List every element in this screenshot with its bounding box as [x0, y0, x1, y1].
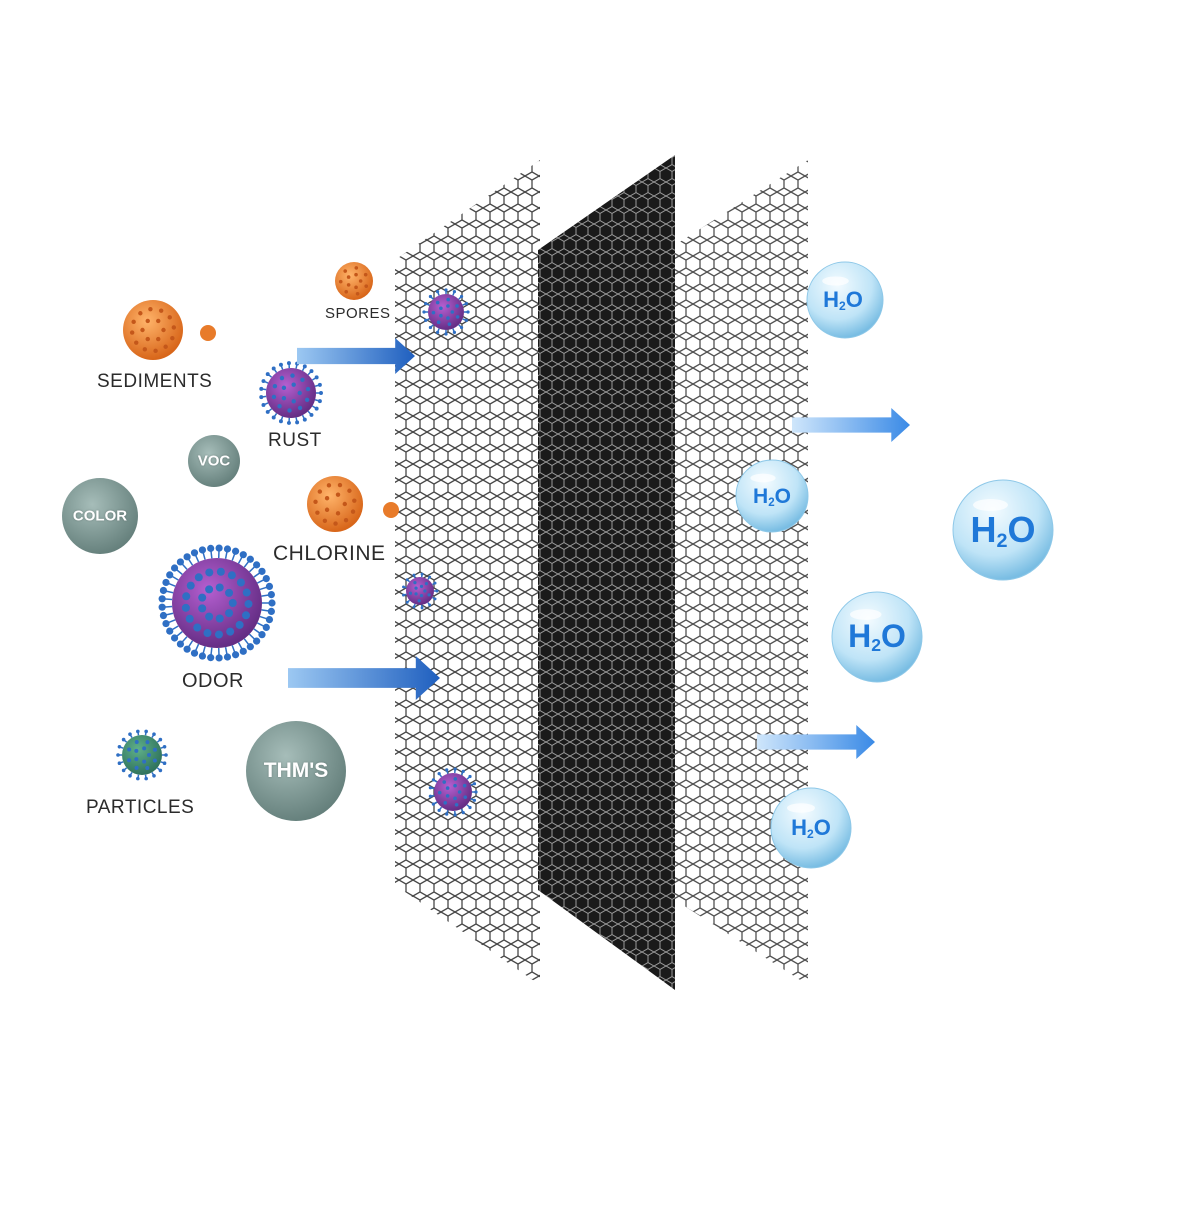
chlorine-small-particle [383, 502, 399, 518]
label-sediments: SEDIMENTS [97, 371, 212, 393]
h2o-label-1: H2O [823, 287, 863, 313]
label-voc: VOC [198, 453, 231, 470]
label-spores: SPORES [325, 305, 391, 322]
chlorine-particle [307, 476, 363, 532]
odor-virus [159, 544, 276, 661]
h2o-label-3: H2O [970, 509, 1035, 553]
inflow-arrow-2 [288, 656, 440, 700]
sediment-small-particle [200, 325, 216, 341]
inflow-arrow-1 [297, 338, 415, 374]
label-particles: PARTICLES [86, 797, 194, 819]
outflow-arrow-1 [792, 408, 910, 442]
h2o-label-2: H2O [753, 485, 791, 509]
filter-layer-1 [395, 160, 540, 985]
label-rust: RUST [268, 430, 322, 452]
label-thms: THM'S [264, 759, 329, 783]
h2o-label-4: H2O [848, 618, 906, 656]
trapped-particle-1 [422, 288, 469, 335]
label-odor: ODOR [182, 670, 244, 693]
rust-particle [259, 361, 323, 425]
h2o-label-5: H2O [791, 815, 831, 841]
label-chlorine: CHLORINE [273, 542, 386, 566]
particles-virus [116, 730, 168, 781]
spores-particle [335, 262, 373, 300]
label-color: COLOR [73, 508, 127, 525]
filter-layer-2-carbon [538, 155, 675, 990]
sediment-particle [123, 300, 183, 360]
